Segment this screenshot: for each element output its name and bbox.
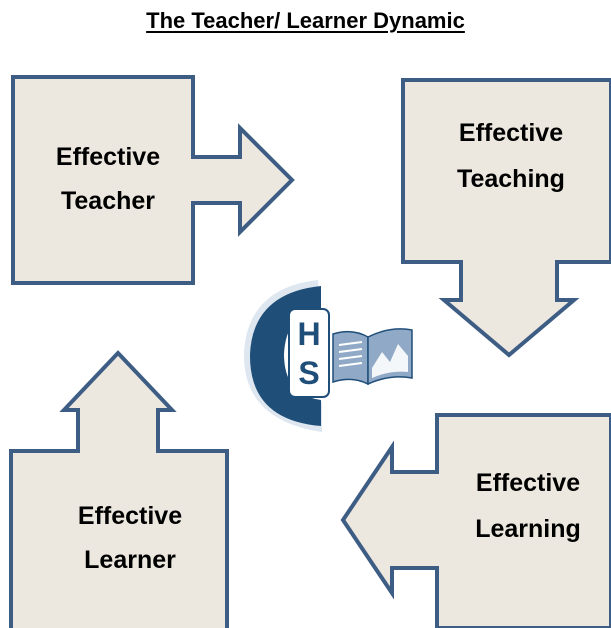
node-learning-line2: Learning — [475, 515, 581, 543]
left-arrow-shape — [340, 413, 611, 628]
node-teacher-line1: Effective — [56, 143, 160, 171]
node-teacher-line2: Teacher — [61, 187, 155, 215]
letter-s: S — [298, 355, 319, 391]
chs-logo: H S — [243, 280, 413, 432]
up-arrow-shape — [9, 350, 229, 628]
node-teaching-line2: Teaching — [457, 165, 565, 193]
node-learning-line1: Effective — [476, 469, 580, 497]
node-learner-line1: Effective — [78, 502, 182, 530]
node-effective-teaching: Effective Teaching — [401, 78, 611, 358]
node-teaching-line1: Effective — [459, 119, 563, 147]
letter-c-shape — [249, 286, 321, 426]
node-effective-learner: Effective Learner — [9, 350, 229, 628]
open-book-icon — [332, 328, 413, 386]
node-effective-learning: Effective Learning — [340, 413, 611, 628]
down-arrow-shape — [401, 78, 611, 358]
letter-h: H — [297, 316, 320, 352]
diagram-title: The Teacher/ Learner Dynamic — [146, 8, 465, 33]
node-effective-teacher: Effective Teacher — [11, 75, 295, 285]
node-learner-line2: Learner — [84, 546, 176, 574]
right-arrow-shape — [11, 75, 295, 285]
